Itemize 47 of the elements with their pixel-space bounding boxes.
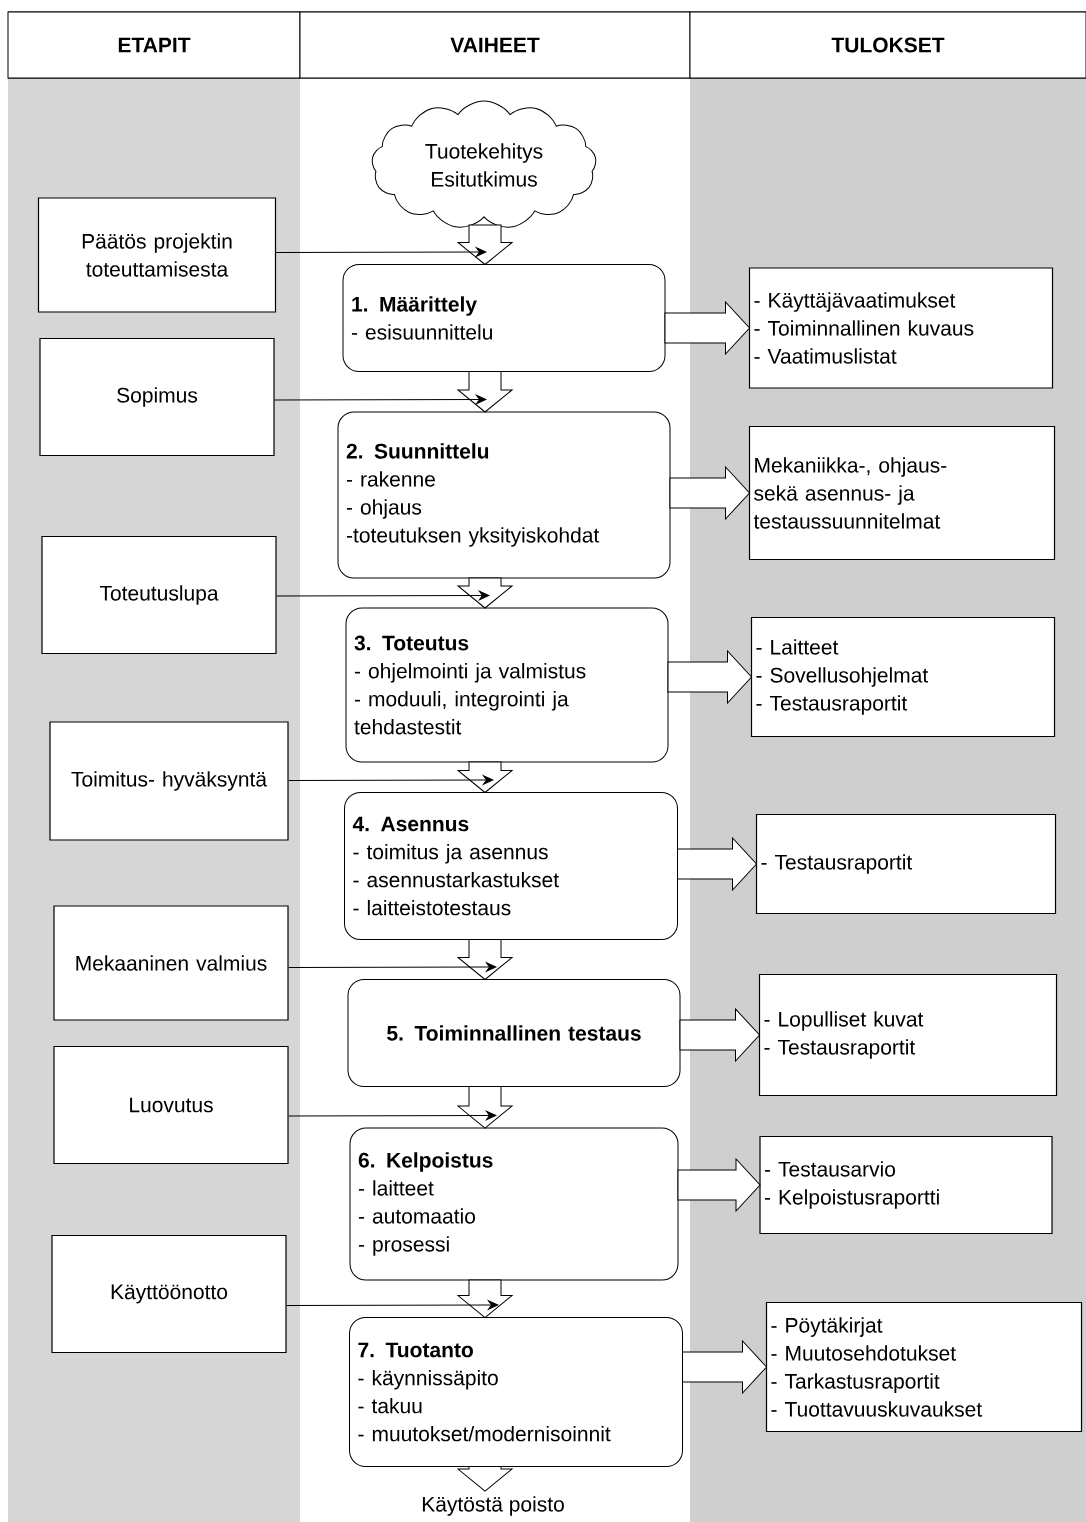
arrow xyxy=(288,962,497,972)
block-arrow xyxy=(457,1086,513,1129)
phase-box: 7. Tuotanto - käynnissäpito - takuu - muutokset/modernisoinnit xyxy=(349,1317,683,1467)
phase-box: 6. Kelpoistus - laitteet - automaatio - prosessi xyxy=(349,1127,679,1281)
block-arrow xyxy=(457,224,513,265)
milestone-box: Luovutus xyxy=(53,1045,289,1165)
phase-box: 1. Määrittely - esisuunnittelu xyxy=(342,264,666,372)
milestone-box: Toteutuslupa xyxy=(41,535,277,655)
block-arrow xyxy=(677,837,757,891)
result-box: - Käyttäjävaatimukset - Toiminnallinen kuvaus - Vaatimuslistat xyxy=(748,267,1054,389)
phase-box: 3. Toteutus - ohjelmointi ja valmistus - moduuli, integrointi ja tehdastestit xyxy=(345,607,669,763)
header-cell: VAIHEET xyxy=(299,11,691,79)
block-arrow xyxy=(669,466,750,520)
phase-box: 4. Asennus - toimitus ja asennus - asennustarkastukset - laitteistotestaus xyxy=(344,792,678,940)
arrow xyxy=(274,394,487,405)
phase-box: 5. Toiminnallinen testaus xyxy=(347,979,681,1087)
block-arrow xyxy=(667,650,752,704)
block-arrow xyxy=(457,761,513,793)
result-box: - Testausraportit xyxy=(755,813,1057,915)
block-arrow xyxy=(457,1279,513,1318)
result-box: Mekaniikka-, ohjaus- sekä asennus- ja testaussuunnitelmat xyxy=(748,425,1056,561)
end-label: Käytöstä poisto xyxy=(422,1496,564,1516)
milestone-box: Mekaaninen valmius xyxy=(53,905,289,1021)
block-arrow xyxy=(457,371,513,413)
arrow xyxy=(276,590,490,601)
milestone-box: Toimitus- hyväksyntä xyxy=(49,721,289,841)
arrow xyxy=(288,775,494,785)
block-arrow xyxy=(457,577,513,609)
result-box: - Testausarvio - Kelpoistusraportti xyxy=(759,1135,1053,1235)
milestone-box: Sopimus xyxy=(39,337,275,457)
block-arrow xyxy=(679,1008,760,1062)
milestone-box: Käyttöönotto xyxy=(51,1234,287,1354)
arrow xyxy=(275,247,487,257)
block-arrow xyxy=(677,1158,761,1212)
result-box: - Pöytäkirjat - Muutosehdotukset - Tarkastusraportit - Tuottavuuskuvaukset xyxy=(765,1301,1083,1433)
arrow xyxy=(286,1300,499,1310)
block-arrow xyxy=(457,1466,513,1492)
block-arrow xyxy=(682,1340,767,1394)
block-arrow xyxy=(664,301,750,355)
milestone-box: Päätös projektin toteuttamisesta xyxy=(37,197,277,313)
block-arrow xyxy=(457,939,513,980)
header-cell: ETAPIT xyxy=(7,11,301,79)
result-box: - Laitteet - Sovellusohjelmat - Testausraportit xyxy=(750,616,1056,738)
result-box: - Lopulliset kuvat - Testausraportit xyxy=(758,973,1058,1097)
phase-box: 2. Suunnittelu - rakenne - ohjaus -toteutuksen yksityiskohdat xyxy=(337,411,671,579)
header-cell: TULOKSET xyxy=(689,11,1086,79)
arrow xyxy=(288,1110,497,1121)
